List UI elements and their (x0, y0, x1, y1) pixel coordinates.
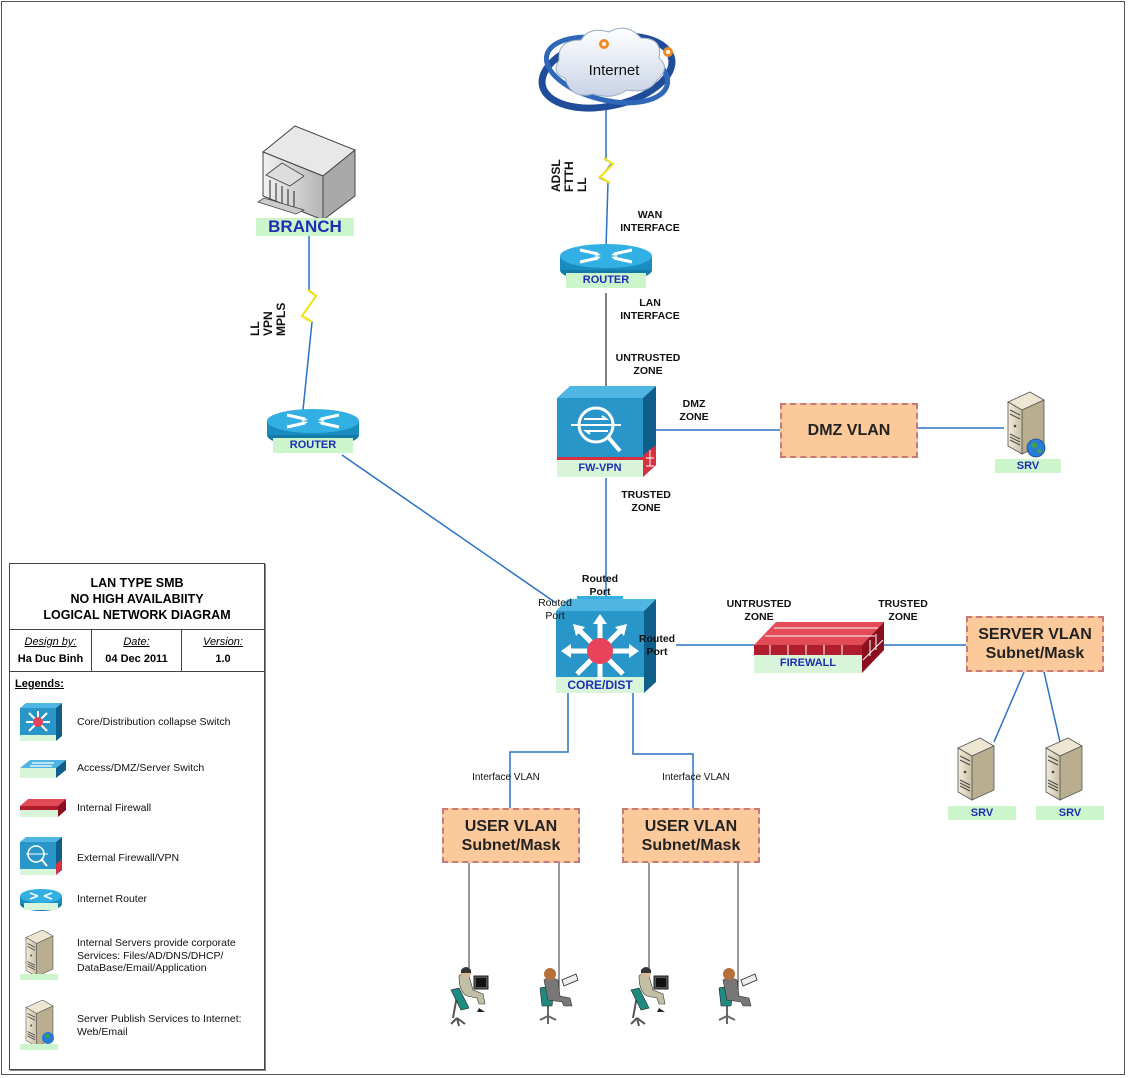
metadata-row: Design by: Ha Duc Binh Date: 04 Dec 2011… (10, 630, 264, 672)
legend-text: Access/DMZ/Server Switch (77, 762, 205, 774)
dmz-server-label: SRV (995, 459, 1061, 473)
legend-text: Server Publish Services to Internet: Web… (77, 1013, 242, 1038)
version-cell: Version: 1.0 (182, 630, 264, 671)
link-servervlan-srv1 (993, 671, 1025, 743)
link-branch-router (300, 236, 318, 411)
wan-router-label: ROUTER (566, 273, 646, 288)
access-switch-icon (20, 760, 66, 778)
designer-value: Ha Duc Binh (17, 653, 84, 665)
user-3-icon[interactable] (630, 967, 669, 1027)
legend-text: Internal Firewall (77, 802, 152, 814)
links (300, 110, 1061, 990)
internet-link-type-label: ADSL FTTH LL (549, 159, 589, 192)
user-1-icon[interactable] (450, 967, 489, 1027)
internal-firewall-icon[interactable] (754, 622, 884, 673)
external-firewall-vpn-icon (20, 837, 62, 875)
user-vlan-2-box[interactable]: USER VLAN Subnet/Mask (622, 808, 760, 863)
lightning-internet (598, 157, 615, 184)
int-fw-untrusted-zone-label: UNTRUSTED ZONE (726, 598, 792, 623)
core-switch-label: CORE/DIST (567, 678, 633, 692)
interface-vlan-1-label: Interface VLAN (472, 772, 540, 783)
core-top-port-label: Routed Port (581, 573, 619, 598)
branch-building-icon[interactable] (257, 125, 356, 221)
core-switch-icon[interactable] (556, 596, 656, 693)
internet-router-icon (20, 889, 62, 911)
branch-router-label: ROUTER (273, 438, 353, 453)
version-key: Version: (203, 636, 243, 648)
server-1-icon[interactable] (957, 737, 995, 801)
interface-vlan-2-label: Interface VLAN (662, 772, 730, 783)
legend-title-block: LAN TYPE SMB NO HIGH AVAILABIITY LOGICAL… (9, 563, 265, 1070)
dmz-server-icon[interactable] (1007, 391, 1046, 458)
int-fw-trusted-zone-label: TRUSTED ZONE (878, 598, 928, 623)
version-value: 1.0 (215, 653, 231, 665)
public-server-icon (20, 1000, 58, 1050)
user-2-icon[interactable] (539, 968, 579, 1024)
legend-text: Internet Router (77, 893, 148, 905)
server-2-icon[interactable] (1045, 737, 1083, 801)
fw-trusted-zone-label: TRUSTED ZONE (621, 489, 671, 514)
firewall-label: FIREWALL (779, 657, 837, 669)
title-lines: LAN TYPE SMB NO HIGH AVAILABIITY LOGICAL… (43, 575, 231, 622)
dmz-vlan-box[interactable]: DMZ VLAN (780, 403, 918, 458)
link-core-uservlan1 (509, 693, 569, 808)
branch-link-type-label: LL VPN MPLS (248, 302, 288, 336)
legend-text: Core/Distribution collapse Switch (77, 716, 231, 728)
designer-cell: Design by: Ha Duc Binh (10, 630, 92, 671)
fw-vpn-icon[interactable] (557, 386, 656, 477)
user-4-icon[interactable] (718, 968, 758, 1024)
fw-untrusted-zone-label: UNTRUSTED ZONE (615, 352, 681, 377)
legend-text: Internal Servers provide corporate Servi… (77, 937, 236, 974)
user-vlan-1-box[interactable]: USER VLAN Subnet/Mask (442, 808, 580, 863)
designer-key: Design by: (24, 636, 77, 648)
lan-interface-label: LAN INTERFACE (620, 297, 680, 322)
legend-text: External Firewall/VPN (77, 852, 180, 864)
wan-interface-label: WAN INTERFACE (620, 209, 680, 234)
internal-server-icon (20, 930, 58, 980)
date-key: Date: (123, 636, 150, 648)
internal-firewall-icon (20, 799, 66, 817)
diagram-title: LAN TYPE SMB NO HIGH AVAILABIITY LOGICAL… (10, 564, 264, 630)
legends-heading: Legends: (15, 678, 64, 690)
core-right-port-label: Routed Port (638, 633, 676, 658)
fw-dmz-zone-label: DMZ ZONE (679, 398, 709, 423)
internet-label: Internet (588, 62, 640, 79)
link-servervlan-srv2 (1043, 671, 1061, 743)
server-2-label: SRV (1036, 806, 1104, 820)
link-core-uservlan2 (632, 693, 694, 808)
server-1-label: SRV (948, 806, 1016, 820)
core-left-port-label: Routed Port (538, 597, 572, 622)
fw-vpn-label: FW-VPN (578, 462, 622, 474)
link-branchrouter-core (341, 454, 557, 604)
lightning-branch (300, 289, 318, 323)
server-vlan-box[interactable]: SERVER VLAN Subnet/Mask (966, 616, 1104, 672)
core-switch-icon (20, 703, 62, 741)
date-cell: Date: 04 Dec 2011 (92, 630, 182, 671)
date-value: 04 Dec 2011 (105, 653, 168, 665)
branch-label: BRANCH (256, 218, 354, 236)
internet-cloud-icon[interactable] (535, 25, 678, 119)
